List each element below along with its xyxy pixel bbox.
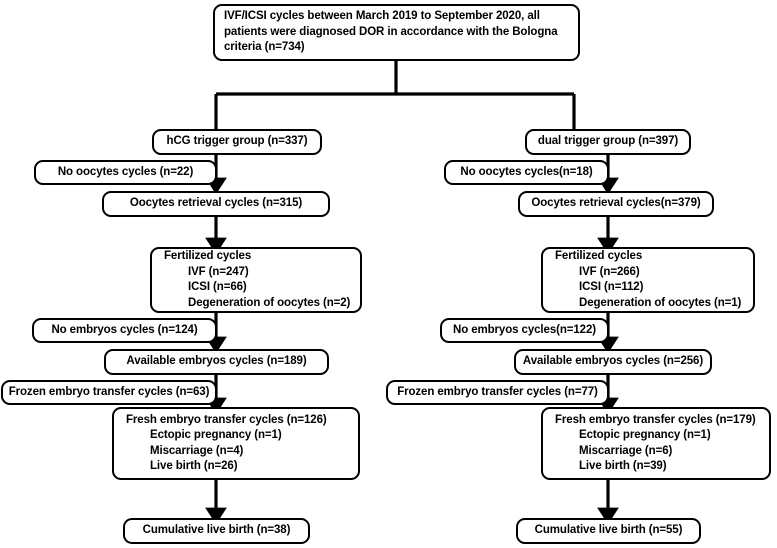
right-available-embryos-label: Available embryos cycles (n=256) [522, 355, 704, 368]
node-dual-trigger-group: dual trigger group (n=397) [525, 129, 691, 155]
node-left-fresh-transfer: Fresh embryo transfer cycles (n=126) Ect… [112, 407, 360, 480]
node-left-fertilized: Fertilized cycles IVF (n=247) ICSI (n=66… [150, 247, 362, 313]
right-no-oocytes-label: No oocytes cycles(n=18) [460, 165, 593, 178]
node-root: IVF/ICSI cycles between March 2019 to Se… [213, 4, 580, 61]
right-ectopic-pregnancy: Ectopic pregnancy (n=1) [579, 429, 711, 441]
root-line-2: patients were diagnosed DOR in accordanc… [224, 25, 558, 38]
right-frozen-transfer-label: Frozen embryo transfer cycles (n=77) [397, 385, 598, 398]
right-oocytes-retrieval-label: Oocytes retrieval cycles(n=379) [531, 197, 701, 210]
right-miscarriage: Miscarriage (n=6) [579, 444, 673, 457]
hcg-group-label: hCG trigger group (n=337) [166, 135, 308, 148]
right-fresh-transfer-title: Fresh embryo transfer cycles (n=179) [555, 413, 756, 426]
right-fertilized-title: Fertilized cycles [555, 250, 643, 262]
right-fertilized-ivf: IVF (n=266) [579, 265, 640, 278]
left-fertilized-title: Fertilized cycles [164, 250, 252, 262]
node-right-no-oocytes: No oocytes cycles(n=18) [444, 160, 609, 185]
left-fertilized-icsi: ICSI (n=66) [188, 281, 247, 293]
left-fertilized-ivf: IVF (n=247) [188, 265, 249, 278]
dual-group-label: dual trigger group (n=397) [537, 135, 679, 148]
right-no-embryos-label: No embryos cycles(n=122) [452, 323, 597, 336]
node-right-no-embryos: No embryos cycles(n=122) [440, 318, 609, 343]
right-fertilized-icsi: ICSI (n=112) [579, 281, 644, 293]
root-line-1: IVF/ICSI cycles between March 2019 to Se… [224, 10, 540, 23]
left-cumulative-label: Cumulative live birth (n=38) [142, 524, 291, 537]
node-right-fertilized: Fertilized cycles IVF (n=266) ICSI (n=11… [541, 247, 755, 313]
left-fertilized-degeneration: Degeneration of oocytes (n=2) [188, 296, 351, 309]
left-no-embryos-label: No embryos cycles (n=124) [51, 323, 198, 336]
left-miscarriage: Miscarriage (n=4) [150, 444, 244, 457]
node-left-oocytes-retrieval: Oocytes retrieval cycles (n=315) [102, 191, 330, 217]
node-left-frozen-transfer: Frozen embryo transfer cycles (n=63) [1, 380, 217, 405]
left-fresh-transfer-title: Fresh embryo transfer cycles (n=126) [126, 413, 327, 426]
right-live-birth: Live birth (n=39) [579, 460, 667, 472]
node-right-oocytes-retrieval: Oocytes retrieval cycles(n=379) [518, 191, 714, 217]
left-ectopic-pregnancy: Ectopic pregnancy (n=1) [150, 429, 282, 441]
left-frozen-transfer-label: Frozen embryo transfer cycles (n=63) [8, 385, 210, 398]
node-left-no-oocytes: No oocytes cycles (n=22) [34, 160, 217, 185]
left-oocytes-retrieval-label: Oocytes retrieval cycles (n=315) [129, 197, 303, 210]
node-left-no-embryos: No embryos cycles (n=124) [32, 318, 217, 343]
root-line-3: criteria (n=734) [224, 41, 305, 54]
left-available-embryos-label: Available embryos cycles (n=189) [126, 355, 307, 368]
left-live-birth: Live birth (n=26) [150, 460, 238, 472]
node-right-frozen-transfer: Frozen embryo transfer cycles (n=77) [386, 380, 609, 405]
node-left-cumulative-live-birth: Cumulative live birth (n=38) [123, 518, 310, 544]
right-fertilized-degeneration: Degeneration of oocytes (n=1) [579, 296, 742, 309]
node-right-cumulative-live-birth: Cumulative live birth (n=55) [516, 518, 701, 544]
right-cumulative-label: Cumulative live birth (n=55) [534, 524, 683, 537]
node-hcg-trigger-group: hCG trigger group (n=337) [152, 129, 322, 155]
left-no-oocytes-label: No oocytes cycles (n=22) [57, 165, 194, 178]
node-right-fresh-transfer: Fresh embryo transfer cycles (n=179) Ect… [541, 407, 771, 480]
node-left-available-embryos: Available embryos cycles (n=189) [104, 349, 329, 375]
node-right-available-embryos: Available embryos cycles (n=256) [514, 349, 712, 375]
